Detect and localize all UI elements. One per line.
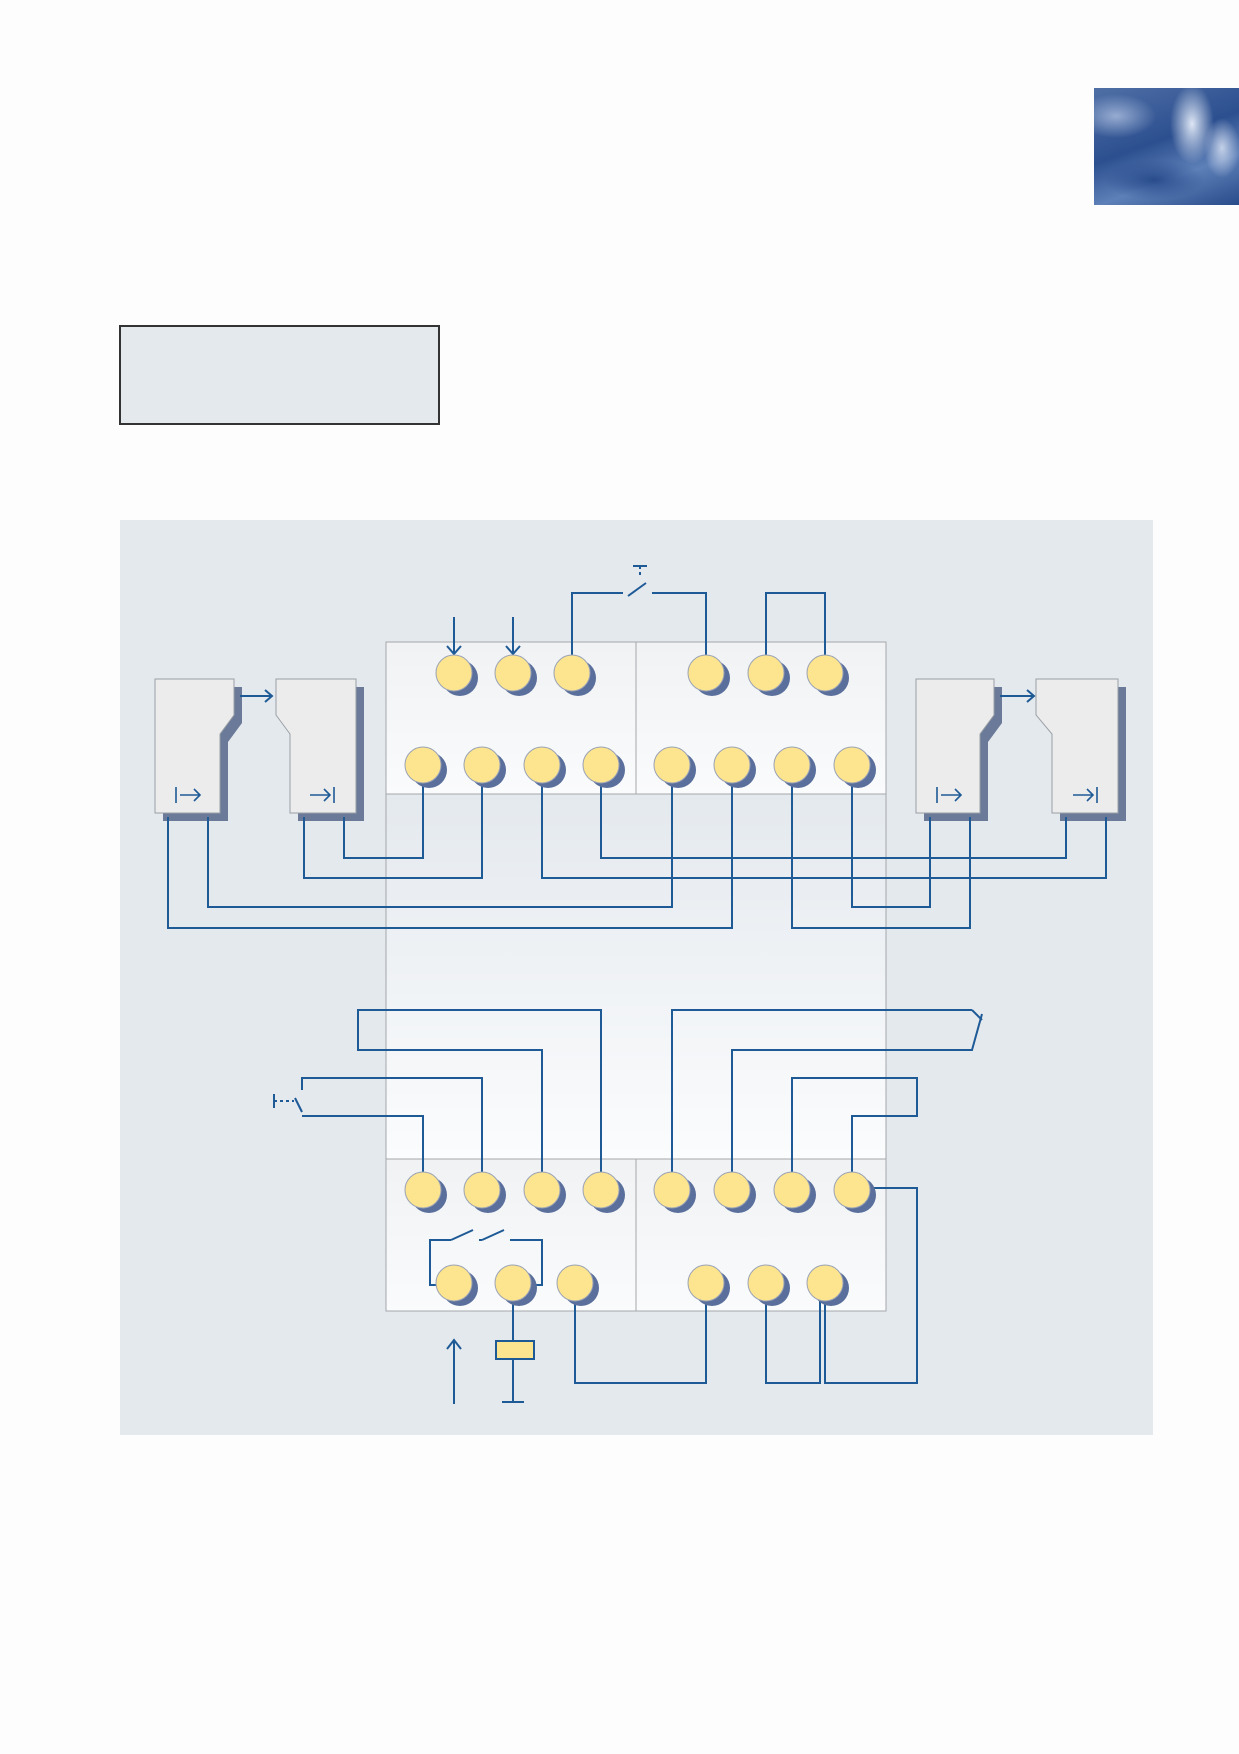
bridge-top-right bbox=[765, 592, 826, 674]
switch-box-2 bbox=[275, 678, 364, 821]
terminal-row-bottom-upper bbox=[404, 1171, 876, 1213]
middle-frame bbox=[385, 793, 887, 1160]
supply-input-arrow bbox=[446, 1338, 462, 1404]
end-arrow-icon bbox=[1073, 787, 1098, 803]
wires bbox=[167, 565, 1107, 1404]
start-arrow-icon bbox=[936, 787, 963, 803]
terminal-row-top-lower bbox=[404, 746, 876, 788]
corner-photo bbox=[1094, 88, 1239, 205]
module-frames bbox=[385, 641, 887, 1312]
terminals bbox=[404, 654, 876, 1306]
switch-box-4 bbox=[1035, 678, 1126, 821]
fuse-icon bbox=[495, 1340, 535, 1360]
actuation-arrows bbox=[240, 689, 1036, 703]
start-arrow-icon bbox=[175, 787, 202, 803]
switch-box-1 bbox=[154, 678, 242, 821]
terminal-row-top-upper bbox=[435, 654, 849, 696]
switch-box-3 bbox=[915, 678, 1002, 821]
ground-and-fuse bbox=[502, 1300, 524, 1403]
switch-glyphs bbox=[175, 787, 1098, 803]
push-button-nc-top bbox=[571, 565, 707, 674]
limit-switch-boxes bbox=[154, 678, 1126, 821]
end-arrow-icon bbox=[310, 787, 335, 803]
label-box bbox=[119, 325, 440, 425]
push-button-no-left bbox=[273, 1077, 483, 1191]
input-arrows-top bbox=[446, 617, 521, 656]
terminal-row-bottom-lower bbox=[435, 1264, 849, 1306]
